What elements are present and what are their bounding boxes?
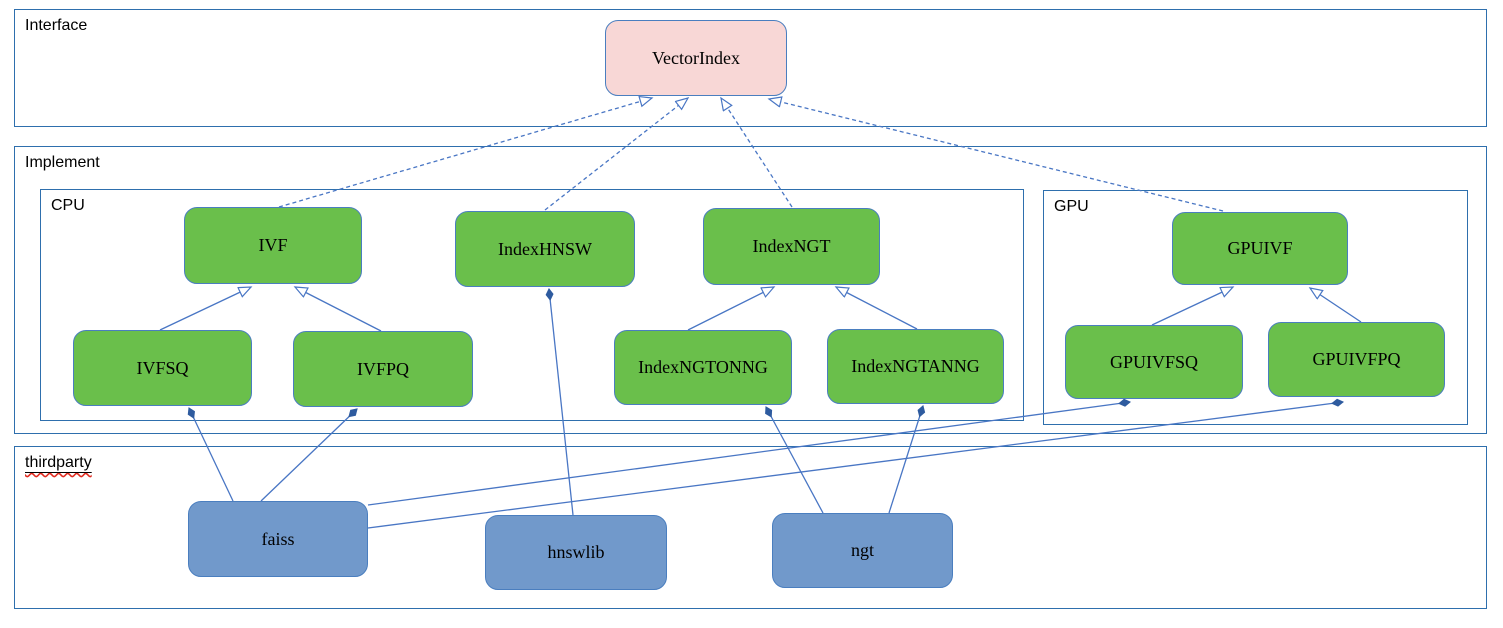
node-indexhnsw: IndexHNSW — [455, 211, 635, 287]
node-ngt: ngt — [772, 513, 953, 588]
node-vectorindex-label: VectorIndex — [652, 47, 740, 68]
container-implement-label: Implement — [25, 154, 100, 171]
node-ivf: IVF — [184, 207, 362, 284]
container-cpu-label: CPU — [51, 197, 85, 214]
node-gpuivfsq-label: GPUIVFSQ — [1109, 351, 1199, 372]
container-interface-label: Interface — [25, 17, 88, 34]
node-gpuivf: GPUIVF — [1172, 212, 1348, 285]
node-gpuivfpq: GPUIVFPQ — [1268, 322, 1445, 397]
node-ivfsq-label: IVFSQ — [136, 357, 189, 378]
node-gpuivfsq: GPUIVFSQ — [1065, 325, 1243, 399]
node-vectorindex: VectorIndex — [605, 20, 787, 96]
node-ivfpq: IVFPQ — [293, 331, 473, 407]
container-thirdparty-label: thirdparty — [25, 454, 92, 471]
node-ivfpq-label: IVFPQ — [356, 358, 409, 379]
node-indexhnsw-label: IndexHNSW — [498, 238, 592, 259]
node-indexngtanng: IndexNGTANNG — [827, 329, 1004, 404]
node-indexngtonng-label: IndexNGTONNG — [638, 357, 768, 377]
node-ivfsq: IVFSQ — [73, 330, 252, 406]
node-ivf-label: IVF — [258, 235, 288, 255]
node-indexngtanng-label: IndexNGTANNG — [851, 356, 980, 376]
node-gpuivf-label: GPUIVF — [1227, 238, 1293, 258]
node-faiss-label: faiss — [261, 528, 295, 549]
node-indexngtonng: IndexNGTONNG — [614, 330, 792, 405]
node-faiss: faiss — [188, 501, 368, 577]
node-ngt-label: ngt — [850, 540, 874, 560]
container-gpu-label: GPU — [1054, 198, 1089, 215]
node-hnswlib: hnswlib — [485, 515, 667, 590]
node-indexngt: IndexNGT — [703, 208, 880, 285]
node-hnswlib-label: hnswlib — [547, 542, 605, 562]
node-gpuivfpq-label: GPUIVFPQ — [1312, 349, 1401, 369]
node-indexngt-label: IndexNGT — [752, 236, 831, 256]
